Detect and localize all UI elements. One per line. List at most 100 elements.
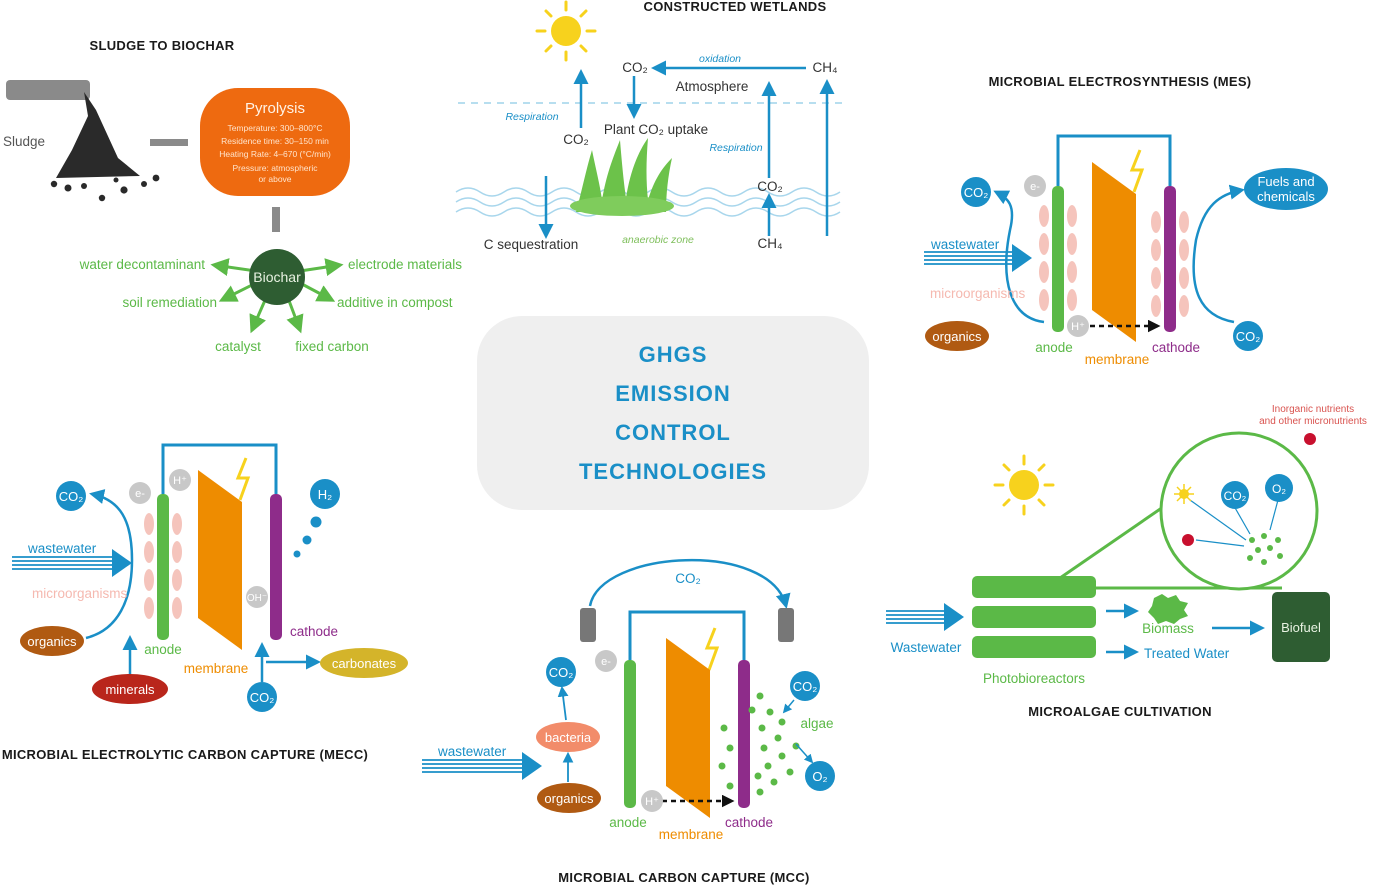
- zoom-co2: CO₂: [1224, 489, 1247, 503]
- mecc-wastewater: wastewater: [27, 541, 97, 556]
- mcc-algae-label: algae: [800, 716, 833, 731]
- mes-electron-bubble: [1024, 175, 1046, 197]
- sludge-pipe: [6, 80, 90, 100]
- mecc-title: MICROBIAL ELECTROLYTIC CARBON CAPTURE (M…: [2, 747, 368, 762]
- pyrolysis-temperature: Temperature: 300–800°C: [227, 123, 322, 133]
- zoom-circle: [1159, 431, 1319, 591]
- microalgae-treated-water: Treated Water: [1144, 646, 1230, 661]
- zoom-o2: O₂: [1272, 482, 1286, 496]
- wetlands-section: CONSTRUCTED WETLANDS: [455, 0, 845, 252]
- mcc-circuit: [628, 610, 746, 662]
- sludge-label: Sludge: [3, 134, 45, 149]
- mcc-cathode: [738, 660, 750, 808]
- mes-title: MICROBIAL ELECTROSYNTHESIS (MES): [989, 74, 1252, 89]
- mcc-anode: [624, 660, 636, 808]
- mcc-o2-out-arrow: [795, 743, 814, 764]
- wetlands-co2-right: CO₂: [757, 179, 783, 194]
- mes-co2-right-bubble: [1233, 321, 1263, 351]
- mes-proton: H⁺: [1071, 321, 1085, 333]
- pyrolysis-pressure-2: or above: [258, 174, 291, 184]
- mcc-anode-label: anode: [609, 815, 647, 830]
- lightning-icon: [704, 627, 720, 671]
- mcc-co2-left-bubble: [546, 657, 576, 687]
- use-electrode-materials: electrode materials: [348, 257, 462, 272]
- use-catalyst: catalyst: [215, 339, 261, 354]
- nutrients-line-1: Inorganic nutrients: [1272, 404, 1354, 415]
- microalgae-wastewater: Wastewater: [891, 640, 962, 655]
- pyrolysis-box: [200, 88, 350, 196]
- mcc-membrane-label: membrane: [659, 827, 724, 842]
- nutrients-line-2: and other micronutrients: [1259, 416, 1367, 427]
- mes-co2-out-arrow: [993, 190, 1045, 324]
- mes-membrane-label: membrane: [1085, 352, 1150, 367]
- mcc-electron-bubble: [595, 650, 617, 672]
- mcc-co2-left: CO₂: [549, 665, 574, 680]
- mecc-hydroxide: OH⁻: [247, 593, 267, 604]
- mcc-section: MICROBIAL CARBON CAPTURE (MCC) CO₂ CO₂: [422, 559, 835, 885]
- wetlands-flow-arrows: [538, 60, 835, 239]
- microalgae-photobioreactors: Photobioreactors: [983, 671, 1085, 686]
- use-water-decontaminant: water decontaminant: [79, 257, 206, 272]
- mecc-anode: [157, 494, 169, 640]
- mes-anode: [1052, 186, 1064, 332]
- mcc-gas-port-left: [580, 608, 596, 642]
- mecc-cathode: [270, 494, 282, 640]
- mecc-proton-bubble: [169, 469, 191, 491]
- biochar-pile-icon: [50, 92, 160, 202]
- mecc-proton: H⁺: [173, 475, 187, 487]
- center-title-line-3: CONTROL: [615, 420, 731, 445]
- mes-fuels-bubble: [1244, 168, 1328, 210]
- microalgae-biofuel: Biofuel: [1281, 620, 1321, 635]
- wetlands-ch4-top: CH₄: [812, 60, 837, 75]
- sun-icon: [1174, 484, 1194, 504]
- center-panel: GHGS EMISSION CONTROL TECHNOLOGIES: [477, 316, 869, 510]
- mes-anode-label: anode: [1035, 340, 1073, 355]
- mcc-co2-top-arrow: [588, 559, 791, 609]
- mecc-microorganisms: microorganisms: [32, 586, 128, 601]
- biofuel-box: [1272, 592, 1330, 662]
- use-fixed-carbon: fixed carbon: [295, 339, 369, 354]
- mcc-proton-bubble: [641, 790, 663, 812]
- lightning-icon: [1129, 149, 1145, 193]
- microalgae-title: MICROALGAE CULTIVATION: [1028, 704, 1212, 719]
- mcc-co2-right: CO₂: [793, 679, 818, 694]
- zoom-co2-bubble: [1221, 481, 1249, 509]
- mcc-organics-bubble: [537, 783, 601, 813]
- mes-fuels-line-1: Fuels and: [1257, 174, 1314, 189]
- mecc-organics: organics: [27, 634, 77, 649]
- mes-wastewater-lines: [924, 251, 1012, 265]
- mecc-anode-label: anode: [144, 642, 182, 657]
- use-soil-remediation: soil remediation: [122, 295, 217, 310]
- mecc-co2-bubble: [56, 481, 86, 511]
- biochar-section: SLUDGE TO BIOCHAR Sludge Pyrolysis Tempe…: [3, 38, 462, 354]
- mecc-wastewater-lines: [12, 556, 112, 570]
- mecc-carbonates-bubble: [320, 648, 408, 678]
- mes-fuels-arrow: [1192, 184, 1245, 324]
- mes-electron: e-: [1030, 181, 1040, 193]
- mes-co2-left-bubble: [961, 177, 991, 207]
- pyrolysis-title: Pyrolysis: [245, 100, 305, 117]
- mes-microorganisms-cells: [1039, 205, 1189, 317]
- pyrolysis-pressure: Pressure: atmospheric: [232, 163, 318, 173]
- wetlands-ch4-bottom: CH₄: [757, 236, 782, 251]
- mcc-o2: O₂: [812, 769, 827, 784]
- mecc-section: MICROBIAL ELECTROLYTIC CARBON CAPTURE (M…: [2, 443, 408, 762]
- biochar-title: SLUDGE TO BIOCHAR: [90, 38, 235, 53]
- mecc-organics-bubble: [20, 626, 84, 656]
- wetlands-title: CONSTRUCTED WETLANDS: [644, 0, 827, 14]
- mecc-h2-bubbles: [293, 516, 322, 558]
- mes-microorganisms: microorganisms: [930, 286, 1026, 301]
- mecc-electron-bubble: [129, 482, 151, 504]
- mcc-membrane: [666, 638, 710, 818]
- mcc-gas-port-right: [778, 608, 794, 642]
- photobioreactor-tube-3: [972, 636, 1096, 658]
- mecc-co2-bottom-bubble: [247, 682, 277, 712]
- mcc-bacteria-arrow: [557, 685, 569, 721]
- pyrolysis-residence-time: Residence time: 30–150 min: [221, 136, 329, 146]
- sun-icon: [993, 454, 1055, 516]
- biochar-arrows: [210, 258, 344, 334]
- center-title-line-4: TECHNOLOGIES: [579, 459, 767, 484]
- biochar-label: Biochar: [253, 269, 301, 285]
- wetlands-oxidation: oxidation: [699, 53, 741, 65]
- mcc-title: MICROBIAL CARBON CAPTURE (MCC): [558, 870, 809, 885]
